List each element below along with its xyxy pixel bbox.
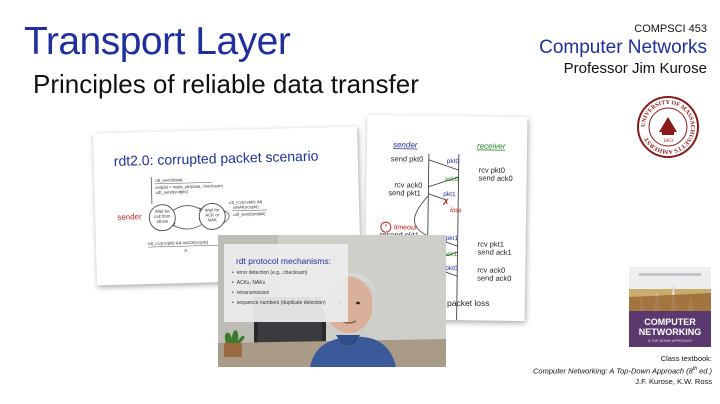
seq-receiver-heading: receiver (477, 141, 506, 150)
fsm-right-cond: isNAK(rcvpkt) (233, 204, 259, 210)
packet-loss-caption: packet loss (447, 298, 490, 308)
seq-rcv-pkt0: rcv pkt0 (479, 165, 505, 174)
seq-resend-pkt1: resend pkt1 (380, 230, 419, 240)
university-seal-icon: UNIVERSITY OF MASSACHUSETTS AMHERST 1863 (637, 96, 699, 158)
fsm-lambda: Λ (184, 248, 187, 253)
rdt-fsm-slide-card: rdt2.0: corrupted packet scenario rdt_se… (93, 126, 361, 286)
overlay-title: rdt protocol mechanisms: (236, 256, 331, 266)
textbook-cover: COMPUTER NETWORKING A TOP-DOWN APPROACH (629, 267, 711, 347)
slide-subtitle: Principles of reliable data transfer (33, 69, 419, 99)
book-title-line2: NETWORKING (639, 327, 702, 337)
fsm-state-wait-call (148, 204, 176, 232)
overlay-item: ACKs, NAKs (232, 280, 326, 286)
fsm-state-wait-ack-label: Wait for ACK or NAK (204, 207, 220, 223)
course-info: COMPSCI 453 Computer Networks Professor … (539, 22, 707, 78)
seq-loss-label: loss (450, 207, 462, 214)
seq-timer-icon (380, 221, 392, 233)
course-code: COMPSCI 453 (634, 23, 707, 35)
rdt-fsm-diagram: rdt_send(data) sndpkt = make_pkt(data, c… (117, 176, 268, 253)
overlay-item: retransmission (232, 290, 326, 296)
fsm-top-action-1: sndpkt = make_pkt(data, checksum) (155, 183, 223, 190)
seq-rcv-pkt1: rcv pkt1 (478, 239, 504, 248)
seq-send-ack0: send ack0 (478, 173, 512, 182)
course-name: Computer Networks (539, 37, 707, 58)
textbook-title: Computer Networking: A Top-Down Approach… (533, 366, 712, 376)
fsm-state-wait-ack (198, 202, 226, 230)
seq-send-pkt0: send pkt0 (391, 154, 424, 163)
seq-loss-x-icon: ✗ (442, 197, 450, 207)
course-professor: Professor Jim Kurose (563, 60, 707, 77)
seq-msg-pkt0-2: pkt0 (445, 265, 458, 272)
seq-msg-pkt1-resent: pkt1 (446, 235, 459, 242)
seq-msg-pkt1-lost: pkt1 (443, 191, 456, 198)
seq-msg-ack0: ack0 (444, 176, 458, 183)
seq-sender-heading: sender (393, 140, 418, 149)
fsm-bottom-event: rdt_rcv(rcvpkt) && isACK(rcvpkt) (148, 239, 209, 246)
textbook-label: Class textbook: (660, 354, 712, 363)
book-title-line1: COMPUTER (644, 317, 696, 327)
textbook-authors: J.F. Kurose, K.W. Ross (635, 376, 712, 386)
packet-loss-sequence-diagram: sender receiver send pkt0 pkt0 rcv pkt0 … (380, 140, 513, 321)
textbook-cover-art: COMPUTER NETWORKING A TOP-DOWN APPROACH (629, 267, 711, 347)
instructor-video[interactable]: rdt protocol mechanisms: error detection… (218, 235, 446, 367)
seq-msg-ack1: ack1 (443, 251, 457, 258)
slide-title: Transport Layer (24, 20, 291, 63)
packet-loss-scenario-card: sender receiver send pkt0 pkt0 rcv pkt0 … (364, 114, 528, 322)
seq-send-ack1: send ack1 (477, 247, 511, 256)
fsm-right-action: udt_send(sndpkt) (233, 211, 266, 217)
rdt-mechanisms-overlay: rdt protocol mechanisms: error detection… (224, 244, 348, 322)
seq-msg-pkt0: pkt0 (447, 158, 460, 165)
seq-rcv-ack0-2: rcv ack0 (477, 265, 505, 274)
fsm-right-event: rdt_rcv(rcvpkt) && (229, 199, 263, 205)
textbook-citation: Class textbook: Computer Networking: A T… (533, 354, 712, 387)
seq-send-ack0-2: send ack0 (477, 273, 511, 282)
seq-timeout-label: timeout (394, 224, 418, 231)
overlay-item: error detection (e.g., checksum) (232, 270, 326, 276)
seq-rcv-ack0: rcv ack0 (394, 180, 422, 189)
overlay-mechanism-list: error detection (e.g., checksum) ACKs, N… (232, 270, 326, 310)
fsm-top-action-2: udt_send(sndpkt) (156, 189, 189, 195)
overlay-item: sequence numbers (duplicate detection) (232, 300, 326, 306)
seq-send-pkt1: send pkt1 (388, 188, 421, 197)
fsm-state-wait-call-label: Wait for call from above (154, 208, 171, 224)
fsm-sender-label: sender (117, 212, 142, 222)
fsm-top-event: rdt_send(data) (155, 177, 183, 183)
seal-year: 1863 (663, 139, 674, 144)
book-subtitle: A TOP-DOWN APPROACH (648, 339, 692, 343)
